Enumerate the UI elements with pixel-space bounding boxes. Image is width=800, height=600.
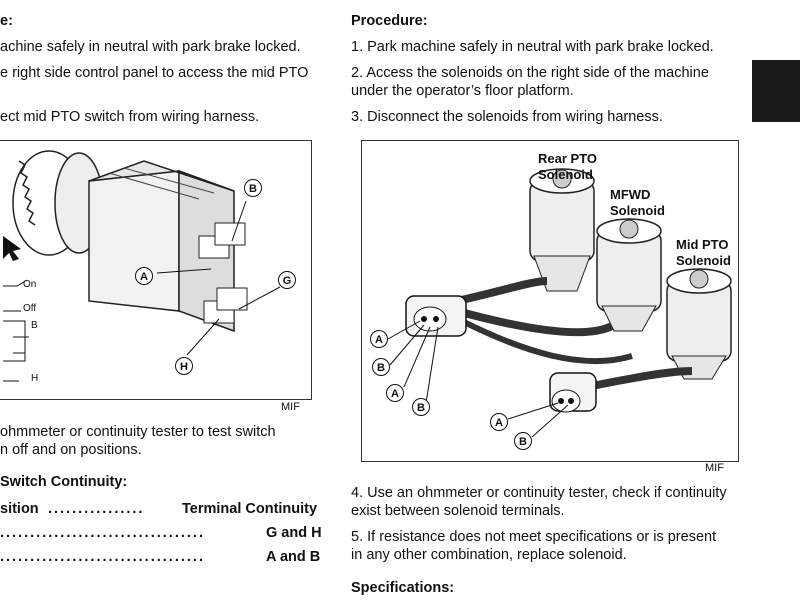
right-figure-mif: MIF — [705, 462, 724, 474]
label-h: H — [31, 373, 39, 384]
callout-h: H — [175, 357, 193, 375]
mid-pto-label-1: Mid PTO — [676, 237, 729, 252]
right-heading: Procedure: — [351, 13, 428, 29]
left-heading: e: — [0, 13, 13, 29]
table-header-terminal: Terminal Continuity — [182, 501, 318, 517]
callout-b: B — [244, 179, 262, 197]
right-step-2b: under the operator’s floor platform. — [351, 83, 574, 99]
section-tab — [752, 60, 800, 122]
right-step-5a: 5. If resistance does not meet specifica… — [351, 529, 717, 545]
mfwd-label-2: Solenoid — [610, 203, 665, 218]
left-step-2: e right side control panel to access the… — [0, 65, 309, 81]
right-step-5b: in any other combination, replace soleno… — [351, 547, 627, 563]
continuity-heading: Switch Continuity: — [0, 474, 128, 490]
solenoid-illustration — [387, 168, 732, 438]
table-row-2-value: A and B — [266, 549, 321, 565]
mid-pto-label-2: Solenoid — [676, 253, 731, 268]
left-figure-mif: MIF — [281, 401, 300, 413]
rear-pto-label-2: Solenoid — [538, 167, 593, 182]
callout-b-upper-2: B — [412, 398, 430, 416]
left-step-4a: ohmmeter or continuity tester to test sw… — [0, 424, 276, 440]
right-step-3: 3. Disconnect the solenoids from wiring … — [351, 109, 663, 125]
table-row-1-value: G and H — [266, 525, 322, 541]
right-step-4b: exist between solenoid terminals. — [351, 503, 565, 519]
table-row-2-dots: .................................. — [0, 549, 205, 565]
table-header-dots: ................ — [48, 501, 145, 517]
table-row-1-dots: .................................. — [0, 525, 205, 541]
table-header-position: sition — [0, 501, 39, 517]
left-step-4b: n off and on positions. — [0, 442, 142, 458]
mfwd-label-1: MFWD — [610, 187, 651, 202]
callout-a-upper-1: A — [370, 330, 388, 348]
callout-b-upper-1: B — [372, 358, 390, 376]
rear-pto-label-1: Rear PTO — [538, 151, 598, 166]
callout-a-lower: A — [490, 413, 508, 431]
callout-g: G — [278, 271, 296, 289]
specifications-heading: Specifications: — [351, 580, 455, 596]
label-on: On — [23, 279, 37, 290]
label-off: Off — [23, 303, 37, 314]
right-step-1: 1. Park machine safely in neutral with p… — [351, 39, 714, 55]
callout-a-upper-2: A — [386, 384, 404, 402]
solenoid-figure: Rear PTO Solenoid MFWD Solenoid Mid PTO … — [361, 140, 739, 462]
left-step-1: achine safely in neutral with park brake… — [0, 39, 301, 55]
right-step-4a: 4. Use an ohmmeter or continuity tester,… — [351, 485, 727, 501]
switch-figure: B A G H On Off B H — [0, 140, 312, 400]
callout-a: A — [135, 267, 153, 285]
right-step-2a: 2. Access the solenoids on the right sid… — [351, 65, 709, 81]
switch-illustration — [3, 150, 281, 382]
callout-b-lower: B — [514, 432, 532, 450]
label-b: B — [31, 320, 38, 331]
left-step-3: ect mid PTO switch from wiring harness. — [0, 109, 260, 125]
